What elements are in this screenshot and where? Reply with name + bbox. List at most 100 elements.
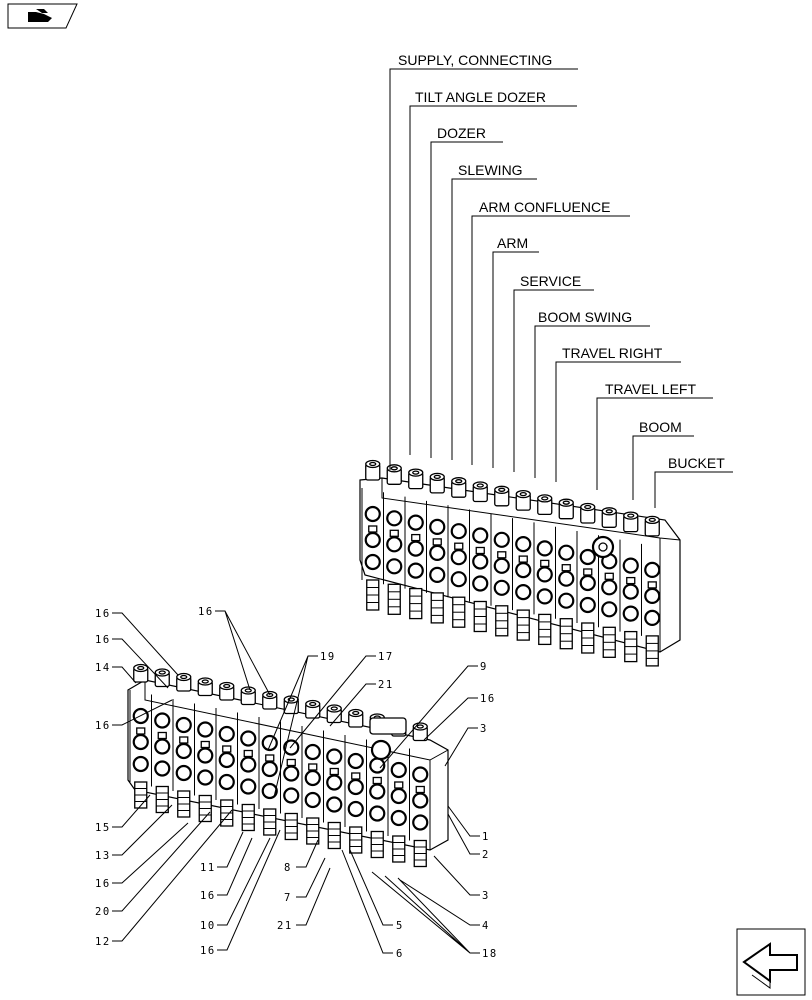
port-hole bbox=[261, 760, 278, 778]
label-arm: ARM bbox=[492, 235, 539, 468]
port-hole bbox=[154, 738, 171, 755]
spool-cap-inner bbox=[498, 487, 506, 492]
label-slewing: SLEWING bbox=[451, 162, 537, 460]
callout-10: 10 bbox=[200, 920, 216, 932]
port-hole bbox=[218, 773, 235, 791]
plug bbox=[583, 568, 593, 576]
spool-cap-inner bbox=[158, 670, 166, 675]
port-hole bbox=[240, 756, 257, 773]
label-travel-right: TRAVEL RIGHT bbox=[555, 345, 681, 482]
plug bbox=[475, 546, 485, 555]
port-hole bbox=[364, 553, 381, 571]
spool-cap-inner bbox=[180, 674, 188, 680]
label-text: DOZER bbox=[437, 125, 486, 141]
spool-cap-inner bbox=[223, 683, 231, 689]
book-hand-icon bbox=[7, 3, 78, 29]
port-hole bbox=[240, 778, 257, 795]
port-hole bbox=[622, 583, 639, 600]
plug bbox=[179, 736, 189, 744]
plug bbox=[351, 772, 361, 780]
port-hole bbox=[364, 505, 381, 523]
port-hole bbox=[261, 734, 278, 752]
port-hole bbox=[412, 792, 429, 809]
label-text: BUCKET bbox=[668, 455, 725, 471]
callout-16: 16 bbox=[95, 720, 111, 732]
port-hole bbox=[175, 742, 192, 760]
plug bbox=[540, 559, 550, 568]
upper-valve-block bbox=[359, 459, 681, 667]
spool-cap-inner bbox=[562, 500, 570, 505]
callout-16: 16 bbox=[95, 608, 111, 620]
port-hole bbox=[304, 743, 321, 761]
callout-8: 8 bbox=[284, 862, 292, 874]
port-hole bbox=[390, 761, 407, 779]
port-hole bbox=[218, 751, 235, 769]
port-hole bbox=[197, 721, 214, 738]
port-hole bbox=[515, 535, 532, 553]
label-text: ARM CONFLUENCE bbox=[479, 199, 610, 215]
port-hole bbox=[197, 747, 214, 764]
spool-cap-inner bbox=[476, 483, 484, 488]
port-hole bbox=[536, 566, 553, 583]
callout-4: 4 bbox=[482, 920, 490, 932]
label-tilt-angle-dozer: TILT ANGLE DOZER bbox=[409, 89, 577, 455]
port-hole bbox=[412, 814, 429, 831]
port-hole bbox=[407, 562, 424, 579]
spool-cap-inner bbox=[541, 496, 549, 501]
plug bbox=[647, 581, 657, 589]
spool-cap-inner bbox=[201, 679, 209, 684]
port-hole bbox=[175, 716, 192, 734]
port-hole bbox=[369, 805, 386, 822]
port-hole bbox=[326, 774, 343, 791]
callout-14: 14 bbox=[95, 662, 111, 674]
plug bbox=[432, 538, 442, 546]
label-boom: BOOM bbox=[632, 419, 694, 500]
label-text: SUPPLY, CONNECTING bbox=[398, 52, 552, 68]
plug bbox=[561, 564, 571, 572]
port-hole bbox=[579, 596, 596, 614]
label-supply-connecting: SUPPLY, CONNECTING bbox=[389, 52, 578, 470]
callout-7: 7 bbox=[284, 892, 292, 904]
label-travel-left: TRAVEL LEFT bbox=[596, 381, 713, 490]
port-hole bbox=[429, 544, 446, 562]
plug bbox=[200, 740, 210, 749]
callout-18: 18 bbox=[482, 948, 498, 960]
callout-2: 2 bbox=[482, 849, 490, 861]
port-hole bbox=[407, 514, 424, 531]
port-hole bbox=[364, 531, 381, 549]
plug bbox=[518, 555, 528, 563]
plug bbox=[604, 572, 614, 580]
plug bbox=[222, 745, 232, 753]
callout-19: 19 bbox=[320, 651, 336, 663]
port-hole bbox=[407, 540, 424, 557]
callout-21: 21 bbox=[277, 920, 293, 932]
plug bbox=[286, 758, 296, 767]
callout-16: 16 bbox=[198, 606, 214, 618]
port-hole bbox=[558, 544, 575, 561]
label-text: TRAVEL RIGHT bbox=[562, 345, 663, 361]
callout-1: 1 bbox=[482, 831, 490, 843]
label-text: TRAVEL LEFT bbox=[605, 381, 696, 397]
port-hole bbox=[132, 733, 149, 751]
port-hole bbox=[326, 796, 343, 813]
spool-cap-inner bbox=[369, 461, 377, 467]
plug bbox=[329, 767, 339, 776]
port-hole bbox=[412, 766, 429, 783]
lower-valve-block bbox=[127, 663, 449, 868]
port-hole bbox=[197, 769, 214, 786]
port-hole bbox=[386, 510, 403, 527]
port-hole bbox=[304, 769, 321, 787]
port-hole bbox=[601, 579, 618, 596]
spool-cap-inner bbox=[605, 509, 613, 514]
arrow-back-icon[interactable] bbox=[736, 928, 806, 996]
port-hole bbox=[450, 571, 467, 588]
callout-13: 13 bbox=[95, 850, 111, 862]
port-hole bbox=[558, 570, 575, 587]
port-hole bbox=[283, 765, 300, 782]
port-hole bbox=[622, 605, 639, 622]
plug bbox=[157, 731, 167, 740]
callout-12: 12 bbox=[95, 936, 111, 948]
callout-16: 16 bbox=[200, 945, 216, 957]
port-hole bbox=[493, 579, 510, 596]
port-hole bbox=[450, 523, 467, 540]
